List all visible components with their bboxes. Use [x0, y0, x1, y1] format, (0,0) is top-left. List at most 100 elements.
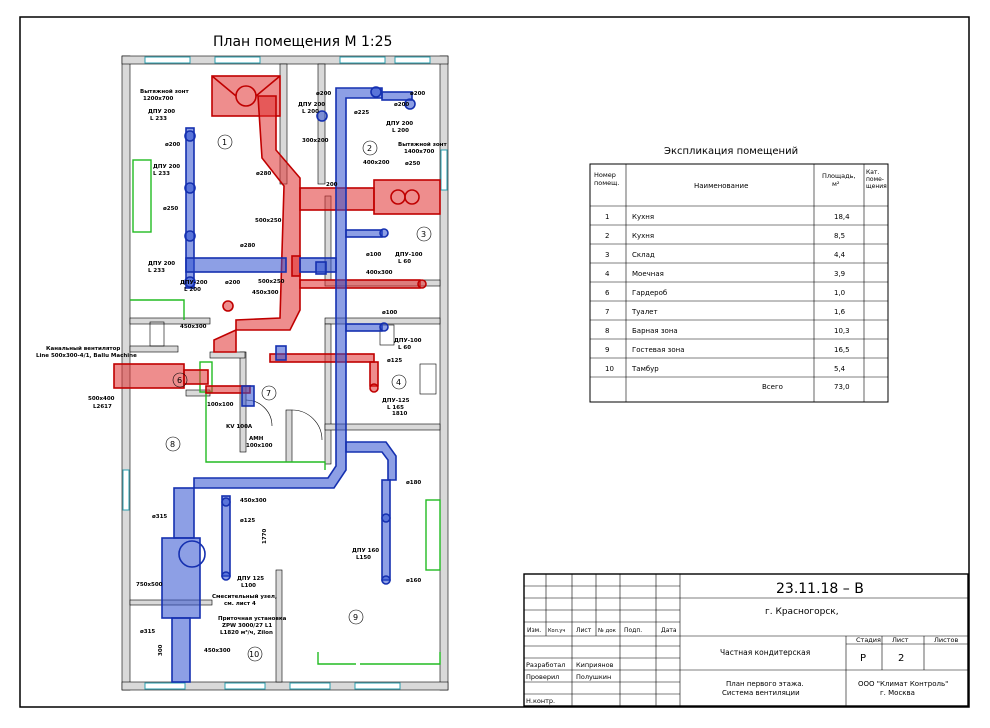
svg-text:L2617: L2617 [93, 404, 112, 410]
svg-text:ДПУ-125: ДПУ-125 [382, 398, 410, 404]
svg-text:Вытяжной зонт: Вытяжной зонт [140, 88, 189, 95]
title-block: 23.11.18 – В г. Красногорск, Изм. Кол.уч… [523, 573, 969, 707]
svg-text:2: 2 [367, 144, 372, 153]
svg-text:ДПУ-100: ДПУ-100 [394, 338, 422, 344]
svg-text:ø200: ø200 [316, 91, 331, 97]
stamp-col-sign: Подп. [624, 627, 642, 634]
svg-text:ø160: ø160 [406, 578, 421, 584]
cell-area: 3,9 [834, 270, 845, 278]
svg-text:L 200: L 200 [392, 128, 409, 134]
svg-text:ДПУ-200: ДПУ-200 [180, 280, 208, 286]
cell-area: 8,5 [834, 232, 845, 240]
cell-name: Барная зона [632, 327, 678, 335]
total-value: 73,0 [834, 383, 850, 391]
svg-text:ø100: ø100 [366, 252, 381, 258]
cell-number: 9 [605, 346, 609, 354]
svg-text:L1820 м³/ч, Zilon: L1820 м³/ч, Zilon [220, 629, 273, 636]
stamp-sheet-header: Лист [892, 636, 909, 644]
cell-number: 3 [605, 251, 609, 259]
svg-text:L 60: L 60 [398, 259, 411, 265]
svg-text:L 200: L 200 [184, 287, 201, 293]
stamp-name-checker: Полушкин [576, 673, 611, 681]
svg-text:450х300: 450х300 [180, 324, 207, 330]
svg-text:ø200: ø200 [225, 280, 240, 286]
svg-text:ø250: ø250 [163, 206, 178, 212]
svg-text:500х250: 500х250 [258, 279, 285, 285]
svg-text:ø225: ø225 [354, 110, 369, 116]
svg-text:6: 6 [177, 376, 182, 385]
cell-area: 10,3 [834, 327, 850, 335]
green-elements [130, 159, 441, 665]
stamp-drawing-2: Система вентиляции [722, 689, 800, 697]
stamp-code: 23.11.18 – В [776, 581, 864, 597]
svg-text:ДПУ 200: ДПУ 200 [148, 109, 175, 115]
svg-text:АМН: АМН [249, 436, 264, 442]
svg-text:3: 3 [421, 230, 426, 239]
header-name: Наименование [694, 182, 748, 190]
stamp-sheets-header: Листов [934, 636, 958, 644]
svg-text:300: 300 [158, 644, 164, 656]
cell-name: Туалет [631, 308, 658, 316]
svg-text:200: 200 [326, 182, 338, 188]
cell-number: 1 [605, 213, 609, 221]
svg-text:8: 8 [170, 440, 175, 449]
svg-text:L100: L100 [241, 583, 256, 589]
svg-text:L 233: L 233 [148, 268, 165, 274]
cell-name: Гостевая зона [632, 346, 685, 354]
svg-text:9: 9 [353, 613, 358, 622]
svg-text:ø315: ø315 [152, 514, 167, 520]
svg-text:ø250: ø250 [405, 161, 420, 167]
svg-text:ø180: ø180 [406, 480, 421, 486]
svg-text:Line 500х300-4/1, Ballu Machin: Line 500х300-4/1, Ballu Machine [36, 353, 137, 359]
svg-text:ДПУ-100: ДПУ-100 [395, 252, 423, 258]
svg-text:500х400: 500х400 [88, 396, 115, 402]
svg-text:ZPW 3000/27 L1: ZPW 3000/27 L1 [222, 623, 272, 629]
svg-text:ø125: ø125 [240, 518, 255, 524]
stamp-col-kol: Кол.уч [548, 628, 565, 634]
svg-text:ø200: ø200 [165, 142, 180, 148]
svg-text:750х500: 750х500 [136, 582, 163, 588]
stamp-col-date: Дата [661, 627, 677, 634]
svg-text:Приточная установка: Приточная установка [218, 616, 287, 622]
svg-text:1: 1 [222, 138, 227, 147]
svg-text:1770: 1770 [262, 529, 268, 544]
svg-text:ДПУ 200: ДПУ 200 [386, 121, 413, 127]
svg-text:L 233: L 233 [150, 116, 167, 122]
svg-text:450х300: 450х300 [204, 648, 231, 654]
cell-number: 8 [605, 327, 609, 335]
stamp-org-1: ООО "Климат Контроль" [858, 680, 948, 688]
svg-text:KV 100А: KV 100А [226, 424, 253, 430]
plan-title: План помещения М 1:25 [213, 34, 392, 50]
cell-area: 18,4 [834, 213, 850, 221]
svg-text:L 233: L 233 [153, 171, 170, 177]
cell-name: Склад [632, 251, 655, 259]
svg-text:1810: 1810 [392, 411, 407, 417]
svg-text:Смесительный узел,: Смесительный узел, [212, 593, 277, 600]
cell-area: 1,6 [834, 308, 846, 316]
svg-text:ø125: ø125 [387, 358, 402, 364]
stamp-org-2: г. Москва [880, 689, 915, 697]
svg-text:400х300: 400х300 [366, 270, 393, 276]
svg-text:ДПУ 200: ДПУ 200 [153, 164, 180, 170]
cell-name: Кухня [632, 213, 654, 221]
stamp-stage: Р [860, 653, 866, 664]
cell-number: 7 [605, 308, 609, 316]
svg-text:ø280: ø280 [240, 243, 255, 249]
svg-text:ДПУ 160: ДПУ 160 [352, 548, 379, 554]
header-area: Площадь,м² [822, 172, 856, 188]
stamp-role-checker: Проверил [526, 673, 559, 681]
svg-text:ø200: ø200 [410, 91, 425, 97]
cell-number: 10 [605, 365, 614, 373]
svg-text:ø100: ø100 [382, 310, 397, 316]
svg-text:450х300: 450х300 [252, 290, 279, 296]
svg-text:ДПУ 125: ДПУ 125 [237, 576, 264, 582]
svg-text:100х100: 100х100 [246, 443, 273, 449]
stamp-col-list: Лист [576, 627, 592, 634]
svg-text:L 200: L 200 [302, 109, 319, 115]
svg-text:Канальный вентилятор: Канальный вентилятор [46, 345, 120, 352]
cell-area: 5,4 [834, 365, 846, 373]
svg-text:см. лист 4: см. лист 4 [224, 601, 256, 607]
sheet-frame [19, 16, 970, 708]
